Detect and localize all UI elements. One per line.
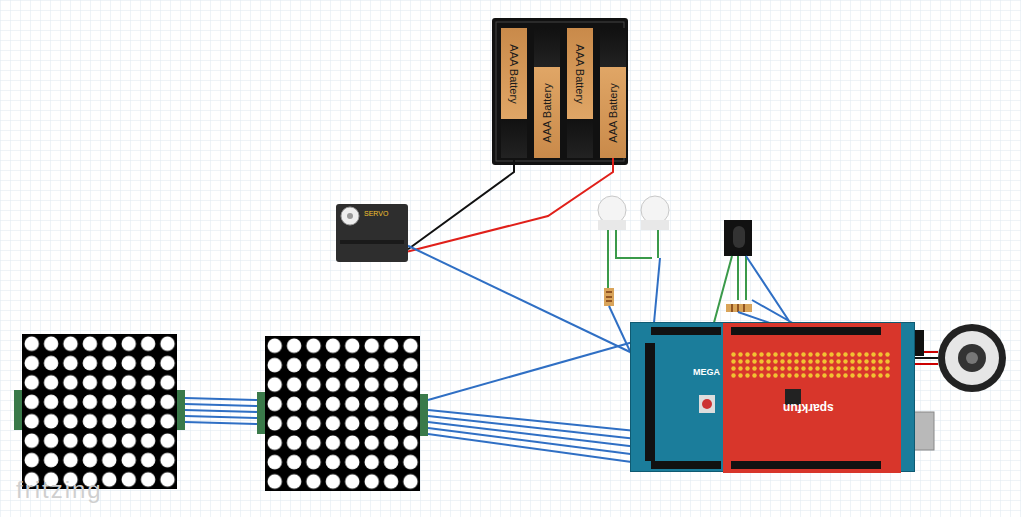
battery-cell: AAA Battery [534, 28, 560, 158]
wire [408, 246, 630, 352]
sparkfun-shield: sparkfun [723, 323, 901, 473]
battery-cell: AAA Battery [501, 28, 527, 158]
part-label: AAA Battery [508, 44, 520, 103]
part-label: SERVO [364, 210, 388, 217]
watermark: fritzing [16, 476, 103, 504]
resistor-symbol [604, 288, 614, 306]
part-label: AAA Battery [607, 83, 619, 142]
part-label: sparkfun [783, 401, 834, 415]
matrix-pins [14, 390, 428, 436]
wire [408, 158, 514, 249]
led-pair [598, 196, 669, 306]
led-matrix [22, 334, 177, 489]
led-matrix [265, 336, 420, 491]
battery-cell: AAA Battery [567, 28, 593, 158]
wire [408, 158, 613, 252]
ir-receiver [712, 220, 805, 330]
battery-cell: AAA Battery [600, 28, 626, 158]
battery-holder [492, 18, 628, 165]
matrix-wires [185, 340, 646, 464]
part-label: AAA Battery [574, 44, 586, 103]
servo-motor: SERVO [336, 204, 408, 262]
part-label: AAA Battery [541, 83, 553, 142]
resistor-symbol [726, 304, 752, 312]
shield-details [723, 323, 901, 473]
part-label: MEGA [693, 367, 720, 377]
arduino-mega: sparkfun MEGA [630, 322, 915, 472]
